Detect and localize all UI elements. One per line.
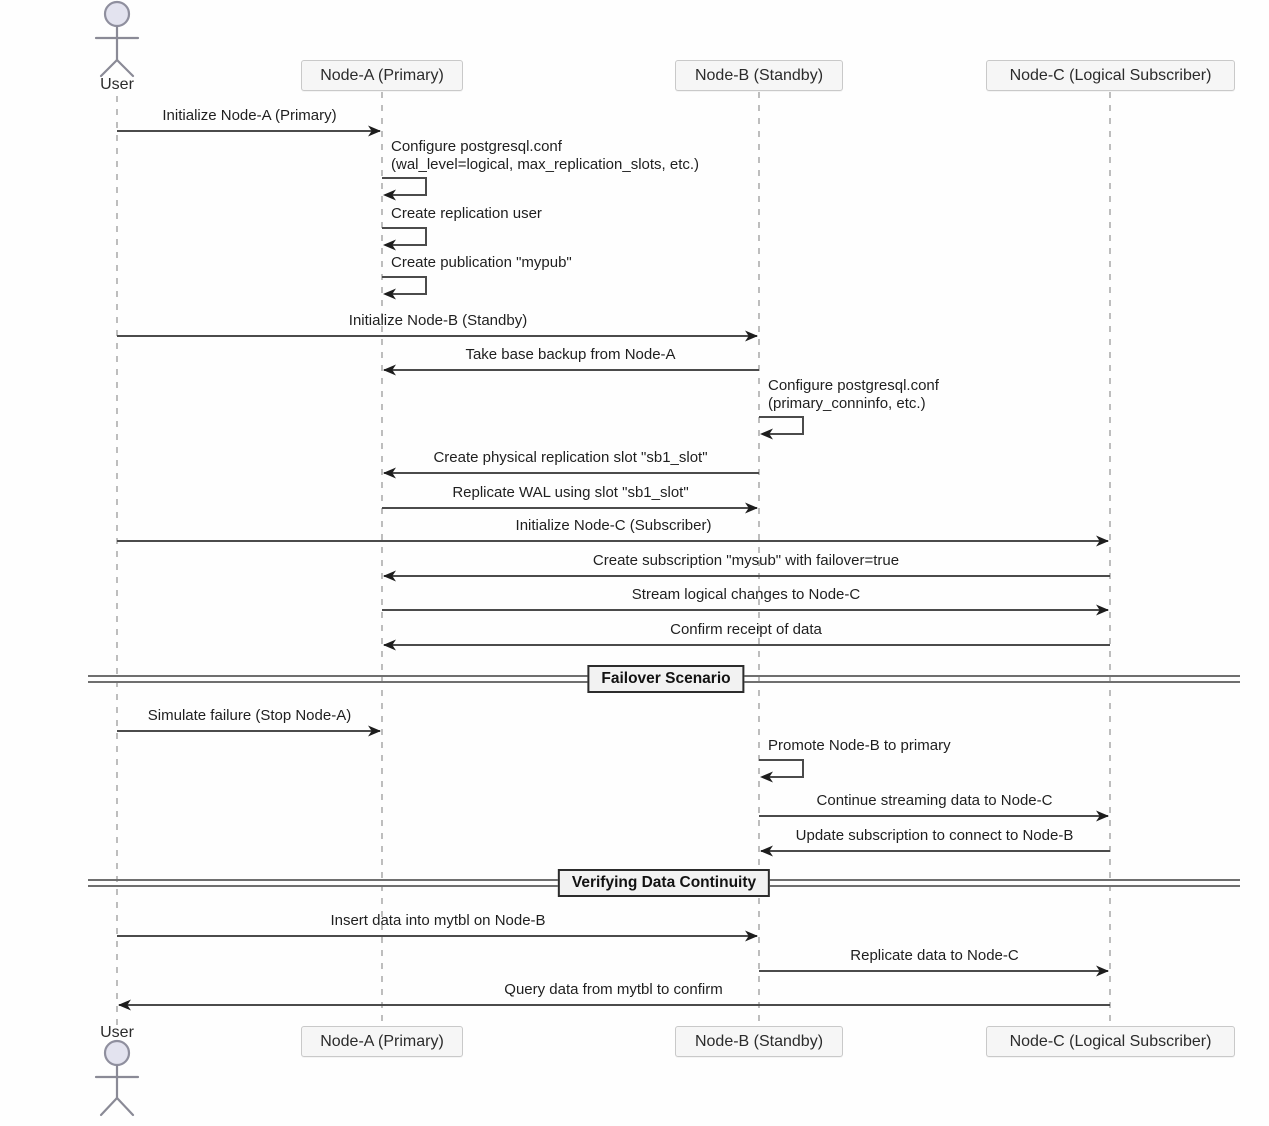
self-message-line (759, 759, 804, 778)
message-arrowhead (1096, 535, 1109, 547)
message-arrowhead (760, 845, 773, 857)
message-label-line: Create physical replication slot "sb1_sl… (433, 449, 708, 466)
message-label-line: Configure postgresql.conf (768, 377, 939, 394)
message-arrowhead (368, 725, 381, 737)
actor-leg-right (115, 58, 135, 78)
message-label: Replicate WAL using slot "sb1_slot" (452, 484, 688, 501)
participant-label-nodea: Node-A (Primary) (320, 67, 444, 84)
message-label: Simulate failure (Stop Node-A) (148, 707, 351, 724)
message-label-line: Update subscription to connect to Node-B (795, 827, 1074, 844)
message-label-line: Create replication user (391, 205, 542, 222)
message-label-line: Simulate failure (Stop Node-A) (147, 707, 352, 724)
self-message-line (759, 416, 804, 435)
message-label-line: Confirm receipt of data (670, 621, 822, 638)
message-label-line: Replicate data to Node-C (850, 947, 1019, 964)
message-label: Initialize Node-A (Primary) (162, 107, 336, 124)
message-label-line: Query data from mytbl to confirm (504, 981, 723, 998)
message-arrowhead (383, 288, 396, 300)
messages-group (117, 125, 1110, 1011)
message-label-line: Create subscription "mysub" with failove… (592, 552, 900, 569)
participant-box-nodeb-bottom[interactable]: Node-B (Standby) (675, 1026, 843, 1057)
participant-box-nodec-bottom[interactable]: Node-C (Logical Subscriber) (986, 1026, 1235, 1057)
message-label: Create replication user (391, 205, 542, 223)
self-message-line (382, 276, 427, 295)
message-label: Stream logical changes to Node-C (632, 586, 860, 603)
actor-leg-left-bottom (99, 1096, 119, 1117)
message-label: Configure postgresql.conf(wal_level=logi… (391, 138, 699, 174)
message-label-line: Configure postgresql.conf (391, 138, 562, 155)
message-label: Continue streaming data to Node-C (817, 792, 1053, 809)
participant-box-nodea-bottom[interactable]: Node-A (Primary) (301, 1026, 463, 1057)
message-label: Insert data into mytbl on Node-B (330, 912, 545, 929)
actor-label-user-top: User (100, 76, 134, 93)
message-arrowhead (760, 771, 773, 783)
message-arrowhead (383, 570, 396, 582)
message-label: Take base backup from Node-A (465, 346, 675, 363)
message-label-line: Replicate WAL using slot "sb1_slot" (452, 484, 689, 501)
message-arrowhead (383, 467, 396, 479)
participant-label-nodec: Node-C (Logical Subscriber) (1009, 67, 1212, 84)
message-label-line: Insert data into mytbl on Node-B (330, 912, 546, 929)
message-arrowhead (745, 930, 758, 942)
message-label-line: (wal_level=logical, max_replication_slot… (391, 156, 700, 173)
message-arrowhead (1096, 965, 1109, 977)
message-arrowhead (118, 999, 131, 1011)
message-label: Replicate data to Node-C (850, 947, 1018, 964)
message-arrowhead (383, 239, 396, 251)
message-label: Create subscription "mysub" with failove… (593, 552, 899, 569)
participant-label-nodea-bottom: Node-A (Primary) (320, 1033, 444, 1050)
participant-box-nodeb-top[interactable]: Node-B (Standby) (675, 60, 843, 91)
actor-leg-left (99, 58, 119, 78)
participant-label-nodec-bottom: Node-C (Logical Subscriber) (1009, 1033, 1212, 1050)
message-arrowhead (383, 189, 396, 201)
message-label-line: Create publication "mypub" (391, 254, 572, 271)
participant-label-nodeb: Node-B (Standby) (694, 67, 824, 84)
participant-box-nodea-top[interactable]: Node-A (Primary) (301, 60, 463, 91)
message-label: Create publication "mypub" (391, 254, 572, 272)
message-label: Confirm receipt of data (670, 621, 822, 638)
actor-label-user-bottom: User (100, 1024, 134, 1041)
message-arrowhead (745, 502, 758, 514)
message-label-line: Promote Node-B to primary (768, 737, 951, 754)
message-arrowhead (1096, 810, 1109, 822)
message-label: Update subscription to connect to Node-B (796, 827, 1074, 844)
actor-user-bottom (94, 1039, 140, 1117)
message-label: Initialize Node-C (Subscriber) (516, 517, 712, 534)
message-label: Query data from mytbl to confirm (504, 981, 722, 998)
message-label-line: (primary_conninfo, etc.) (768, 395, 926, 412)
actor-head-icon (103, 0, 131, 28)
message-label-line: Stream logical changes to Node-C (631, 586, 861, 603)
message-label: Initialize Node-B (Standby) (349, 312, 527, 329)
message-label-line: Take base backup from Node-A (465, 346, 676, 363)
message-arrowhead (368, 125, 381, 137)
message-arrowhead (745, 330, 758, 342)
self-message-line (382, 227, 427, 246)
section-divider-label: Failover Scenario (587, 665, 745, 693)
actor-head-icon-bottom (103, 1039, 131, 1067)
message-label: Promote Node-B to primary (768, 737, 951, 755)
message-arrowhead (760, 428, 773, 440)
self-message-line (382, 177, 427, 196)
message-label: Create physical replication slot "sb1_sl… (433, 449, 707, 466)
message-arrowhead (383, 639, 396, 651)
actor-user-top (94, 0, 140, 78)
message-label: Configure postgresql.conf(primary_connin… (768, 377, 939, 413)
participant-label-nodeb-bottom: Node-B (Standby) (694, 1033, 824, 1050)
message-label-line: Continue streaming data to Node-C (816, 792, 1053, 809)
message-label-line: Initialize Node-A (Primary) (162, 107, 337, 124)
message-arrowhead (1096, 604, 1109, 616)
message-label-line: Initialize Node-C (Subscriber) (515, 517, 712, 534)
message-arrowhead (383, 364, 396, 376)
actor-leg-right-bottom (115, 1096, 135, 1117)
section-divider-label: Verifying Data Continuity (557, 869, 771, 897)
participant-box-nodec-top[interactable]: Node-C (Logical Subscriber) (986, 60, 1235, 91)
message-label-line: Initialize Node-B (Standby) (348, 312, 528, 329)
